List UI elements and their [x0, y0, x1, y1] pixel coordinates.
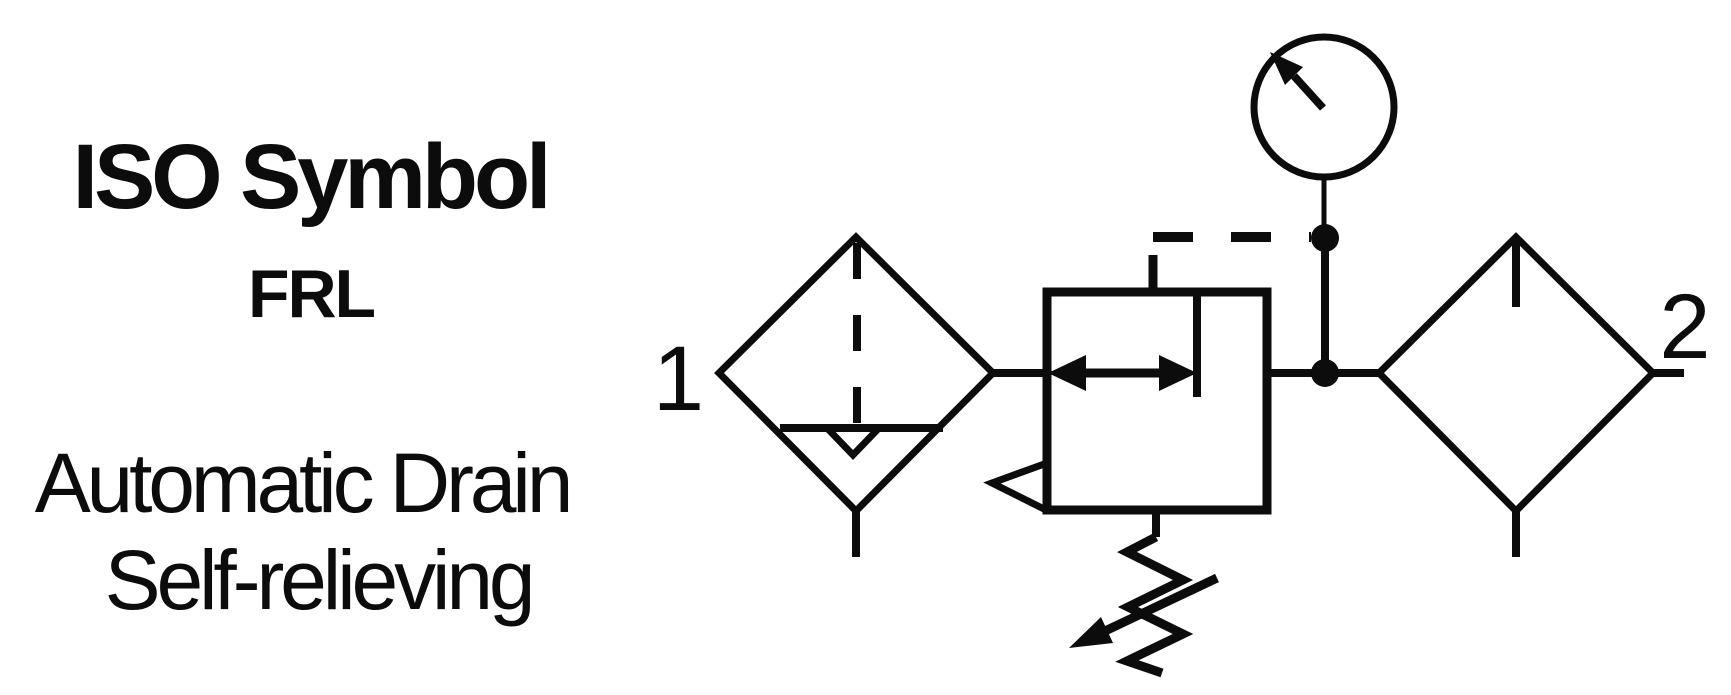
pressure-regulator-icon: [983, 255, 1272, 678]
relief-vent-triangle-icon: [983, 459, 1049, 514]
caption-note-line2: Self-relieving: [105, 533, 532, 627]
pressure-gauge-icon: [1250, 33, 1398, 226]
gauge-needle-shaft: [1291, 73, 1326, 111]
regulator-flow-arrowhead-right: [1159, 355, 1197, 391]
lubricator-icon: [1374, 232, 1658, 557]
regulator-flow-arrowhead-left: [1048, 355, 1086, 391]
adjustment-spring-icon: [1115, 533, 1194, 678]
inlet-port-label: 1: [653, 328, 704, 430]
caption-block: ISO Symbol FRL Automatic Drain Self-reli…: [35, 126, 574, 627]
auto-drain-funnel-icon: [825, 426, 881, 461]
regulator-body: [1042, 287, 1272, 515]
outlet-port-label: 2: [1659, 276, 1710, 378]
caption-subtitle: FRL: [248, 256, 375, 332]
adjustment-arrow-shaft: [1101, 573, 1219, 637]
junction-dot-upper: [1311, 224, 1339, 252]
gauge-needle-arrowhead: [1270, 52, 1303, 85]
adjustment-arrowhead: [1069, 617, 1113, 648]
filter-auto-drain-icon: [714, 232, 998, 557]
caption-note-line1: Automatic Drain: [35, 436, 570, 530]
caption-title: ISO Symbol: [73, 126, 548, 228]
